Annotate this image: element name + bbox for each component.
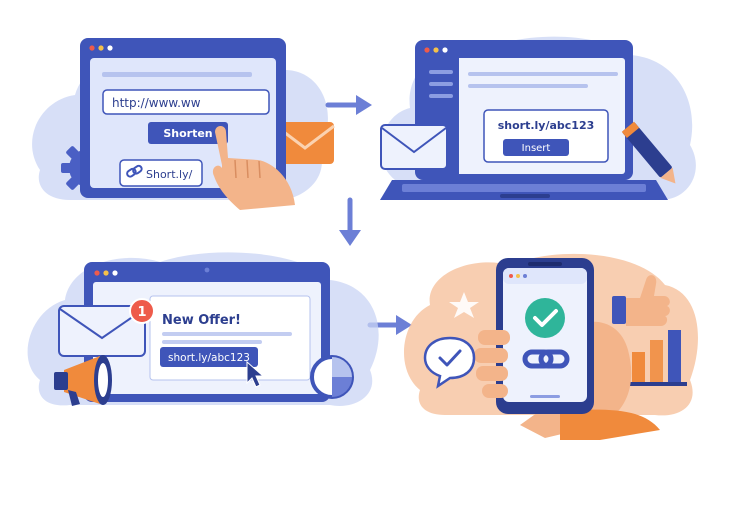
pie-chart-icon	[310, 355, 354, 399]
envelope-icon	[380, 124, 448, 170]
arrow-right-icon	[325, 95, 372, 115]
pointing-hand-icon	[212, 126, 295, 210]
panel-step2-insert: short.ly/abc123 Insert	[380, 36, 696, 200]
fingers	[474, 330, 510, 398]
panel-step1-shorten: http://www.ww Shorten Short.ly/	[32, 38, 335, 210]
short-link-text: Short.ly/	[146, 168, 193, 181]
chain-link-icon	[522, 349, 570, 369]
thumbs-up-icon	[612, 275, 670, 326]
star-icon	[449, 292, 479, 318]
notification-badge-count: 1	[137, 305, 146, 320]
shorten-button-label: Shorten	[163, 127, 212, 140]
insert-button[interactable]: Insert	[503, 139, 569, 156]
offer-short-link[interactable]: short.ly/abc123	[160, 347, 258, 367]
bar-chart-icon	[625, 330, 687, 386]
cursor-icon	[246, 360, 265, 388]
panel-step3-share: New Offer! short.ly/abc123 1	[27, 252, 379, 406]
url-input[interactable]: http://www.ww	[102, 89, 270, 115]
insert-short-link-text: short.ly/abc123	[498, 119, 595, 132]
check-icon	[525, 298, 565, 338]
megaphone-icon	[54, 355, 112, 406]
offer-short-link-text: short.ly/abc123	[168, 352, 250, 364]
pencil-icon	[621, 121, 676, 184]
chat-bubble-check-icon	[423, 336, 476, 389]
short-link-chip[interactable]: Short.ly/	[119, 159, 203, 187]
panel-step4-success	[403, 253, 698, 440]
link-icon	[126, 164, 143, 178]
shorten-button[interactable]: Shorten	[148, 122, 228, 144]
url-text: http://www.ww	[112, 96, 201, 110]
insert-button-label: Insert	[522, 143, 551, 154]
notification-badge: 1	[129, 298, 155, 324]
offer-heading: New Offer!	[162, 313, 241, 328]
arrow-down-icon	[339, 197, 361, 246]
